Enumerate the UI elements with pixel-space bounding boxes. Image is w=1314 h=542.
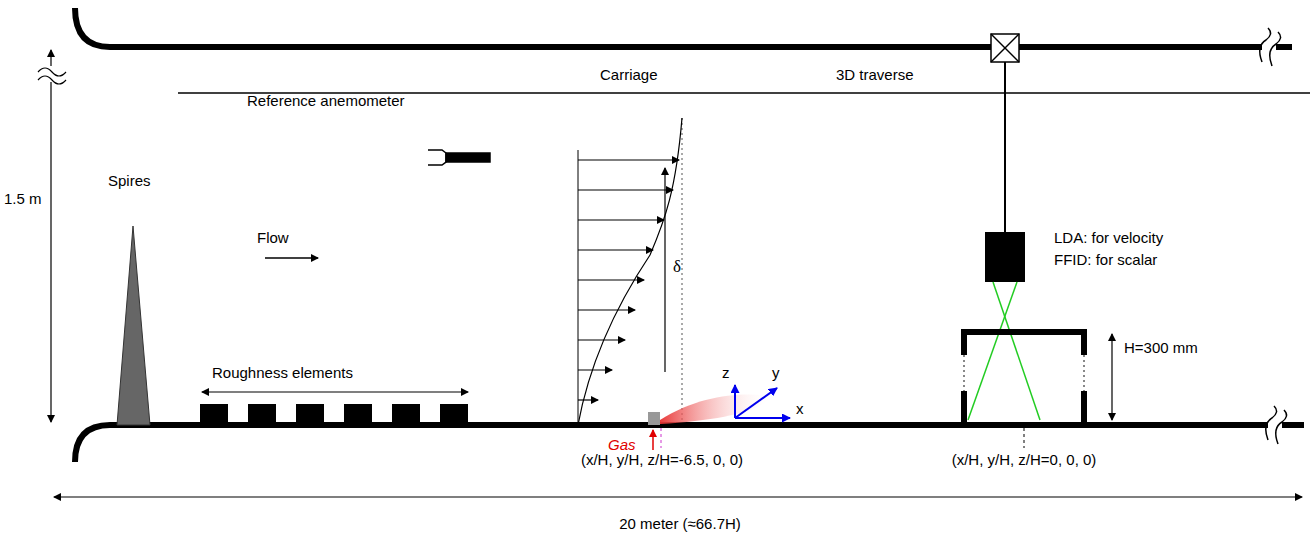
cube-model: [960, 332, 1088, 422]
roughness-block: [200, 404, 228, 425]
tunnel-ceiling: [75, 8, 1292, 47]
origin-marker: [1024, 428, 1025, 448]
roughness-block: [248, 404, 276, 425]
roughness-extent: [202, 391, 468, 392]
component-label: 3D traverse: [836, 66, 914, 84]
anemometer-probe: [428, 150, 490, 165]
component-label: Reference anemometer: [247, 92, 405, 110]
lda-probe-head: [985, 232, 1025, 282]
spire: [117, 226, 150, 425]
velocity-vector: [578, 249, 653, 250]
break-symbol: [1260, 28, 1287, 444]
velocity-vector: [578, 399, 598, 400]
velocity-vector: [578, 159, 679, 160]
traverse-symbol: [991, 34, 1019, 62]
gas-arrow: [652, 430, 654, 450]
coordinate-label: (x/H, y/H, z/H=0, 0, 0): [952, 451, 1097, 469]
freestream-line: [682, 118, 683, 420]
laser-beams: [968, 282, 1040, 420]
dimension-label: 20 meter (≈66.7H): [619, 515, 741, 533]
break-symbol: [38, 68, 66, 84]
axis-label: y: [772, 364, 780, 382]
velocity-vector: [578, 189, 673, 190]
coordinate-axes: [735, 385, 790, 418]
instrument-label: FFID: for scalar: [1054, 251, 1157, 269]
roughness-block: [344, 404, 372, 425]
axis-label: x: [796, 400, 804, 418]
roughness-block: [392, 404, 420, 425]
delta-arrow: [664, 168, 665, 372]
component-label: Roughness elements: [212, 364, 353, 382]
symbol-label: δ: [673, 258, 681, 276]
roughness-block: [440, 404, 468, 425]
component-label: Carriage: [600, 66, 658, 84]
axis-label: z: [722, 364, 730, 382]
roughness-blocks: [200, 404, 468, 425]
velocity-vector: [578, 309, 635, 310]
instrument-label: LDA: for velocity: [1054, 229, 1163, 247]
velocity-vector: [578, 219, 664, 220]
velocity-axis: [578, 150, 579, 425]
height-dimension: [50, 50, 51, 422]
dimension-label: H=300 mm: [1124, 339, 1198, 357]
flow-arrow: [265, 257, 318, 259]
length-dimension: [54, 496, 1302, 497]
source-marker: [661, 428, 662, 448]
gas-source: [648, 412, 660, 425]
velocity-vector: [578, 339, 625, 340]
velocity-profile: [578, 118, 682, 425]
velocity-vectors: [578, 160, 679, 400]
roughness-block: [296, 404, 324, 425]
flow-label: Flow: [257, 229, 289, 247]
velocity-vector: [578, 279, 644, 280]
probe-stem: [1004, 62, 1006, 232]
velocity-vector: [578, 369, 612, 370]
coordinate-label: (x/H, y/H, z/H=-6.5, 0, 0): [581, 451, 743, 469]
component-label: Spires: [108, 172, 151, 190]
gas-plume: [660, 395, 772, 424]
height-dimension: [1111, 334, 1112, 420]
dimension-label: 1.5 m: [4, 190, 42, 208]
